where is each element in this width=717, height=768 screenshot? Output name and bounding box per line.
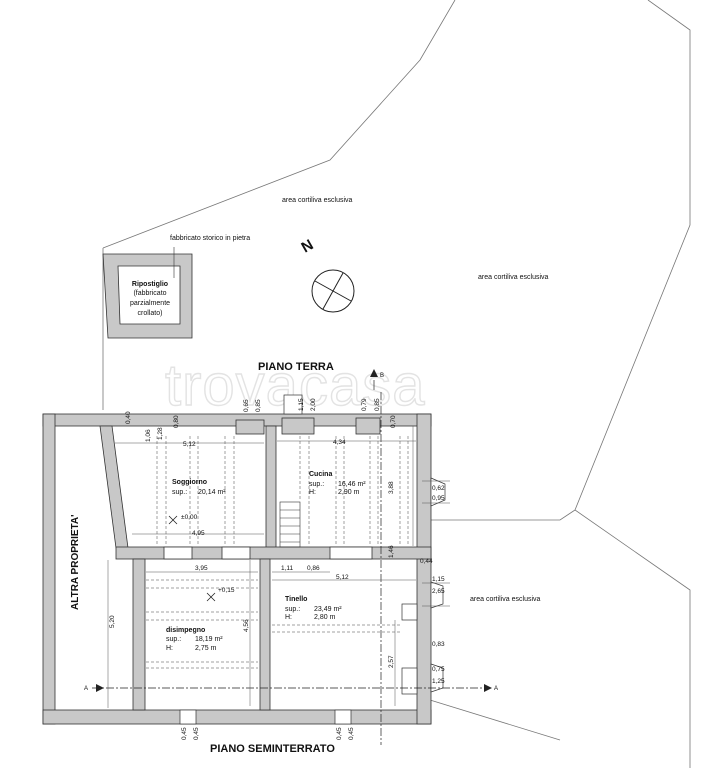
- room-disimpegno: disimpegno sup.: 18,19 m² H: 2,75 m +0,1…: [166, 587, 235, 652]
- svg-text:A: A: [84, 686, 88, 692]
- dim-label: 0,70: [390, 415, 397, 428]
- dim-label: 0,79: [361, 398, 368, 411]
- windows: [179, 394, 446, 725]
- shed-caption: fabbricato storico in pietra: [170, 235, 250, 242]
- dim-label: 5,12: [183, 441, 196, 448]
- shed-note-2: parzialmente: [130, 300, 170, 307]
- other-property-label: ALTRA PROPRIETA': [70, 514, 81, 610]
- shed-name: Ripostiglio: [132, 281, 168, 288]
- room-name: Soggiorno: [172, 479, 207, 486]
- dim-label: 0,45: [181, 727, 188, 740]
- dim-label: 4,34: [333, 439, 346, 446]
- dim-label: 0,65: [243, 399, 250, 412]
- dim-label: 0,85: [374, 398, 381, 411]
- yard-label-right: area cortiliva esclusiva: [478, 274, 549, 281]
- svg-text:B: B: [380, 373, 384, 379]
- room-h-value: 2,75 m: [195, 645, 217, 652]
- dim-label: 2,57: [388, 655, 395, 668]
- room-sup-value: 20,14 m²: [198, 489, 226, 496]
- dimension-lines: [107, 426, 450, 708]
- dim-label: 0,83: [432, 641, 445, 648]
- room-h-value: 2,80 m: [314, 614, 336, 621]
- title-ground-floor: PIANO TERRA: [258, 361, 334, 373]
- room-name: disimpegno: [166, 627, 205, 634]
- room-sup-value: 16,46 m²: [338, 481, 366, 488]
- section-mark-a-right: A: [484, 684, 498, 692]
- beams: [146, 436, 409, 669]
- north-label: N: [299, 236, 317, 256]
- dim-label: 0,95: [432, 495, 445, 502]
- room-sup-value: 23,49 m²: [314, 606, 342, 613]
- dim-label: 0,45: [193, 727, 200, 740]
- room-sup-label: sup.:: [309, 481, 324, 488]
- room-h-label: H:: [166, 645, 173, 652]
- room-tinello: Tinello sup.: 23,49 m² H: 2,80 m: [285, 596, 342, 621]
- dim-label: 0,45: [336, 727, 343, 740]
- shed-note-1: (fabbricato: [133, 290, 166, 297]
- yard-label-top: area cortiliva esclusiva: [282, 197, 353, 204]
- shed-walls: [102, 253, 193, 339]
- dim-label: 0,45: [348, 727, 355, 740]
- dim-label: 0,80: [173, 415, 180, 428]
- dim-label: 0,40: [125, 411, 132, 424]
- dim-label: 0,86: [307, 565, 320, 572]
- dim-label: 4,56: [243, 619, 250, 632]
- north-compass-icon: [311, 269, 355, 313]
- room-name: Tinello: [285, 596, 307, 603]
- dim-label: 0,75: [432, 666, 445, 673]
- level-mark: ±0,00: [181, 514, 198, 521]
- dim-label: 1,06: [145, 429, 152, 442]
- dim-label: 1,46: [388, 545, 395, 558]
- room-cucina: Cucina sup.: 16,46 m² H: 2,90 m: [309, 471, 366, 496]
- dim-label: 2,65: [432, 588, 445, 595]
- dim-label: 0,62: [432, 485, 445, 492]
- room-h-label: H:: [285, 614, 292, 621]
- section-mark-a-left: A: [84, 684, 104, 692]
- dim-label: 1,15: [432, 576, 445, 583]
- dim-label: 0,85: [255, 399, 262, 412]
- level-cross-icon: [168, 515, 178, 525]
- site-boundaries: [102, 0, 691, 768]
- dimension-labels: 0,40 1,06 1,28 0,80 5,12 0,65 0,85 1,15 …: [109, 398, 445, 740]
- dim-label: 0,44: [420, 558, 433, 565]
- dim-label: 1,28: [157, 427, 164, 440]
- dim-label: 3,88: [388, 481, 395, 494]
- level-mark: +0,15: [218, 587, 235, 594]
- svg-text:A: A: [494, 686, 498, 692]
- room-name: Cucina: [309, 471, 332, 478]
- shed-note-3: crollato): [138, 310, 163, 317]
- staircase: [279, 501, 301, 548]
- dim-label: 5,12: [336, 574, 349, 581]
- room-sup-label: sup.:: [166, 636, 181, 643]
- house-walls: [42, 413, 432, 725]
- dim-label: 1,15: [298, 398, 305, 411]
- dim-label: 1,25: [432, 678, 445, 685]
- section-mark-b: B: [370, 369, 384, 390]
- room-sup-value: 18,19 m²: [195, 636, 223, 643]
- dim-label: 2,00: [310, 398, 317, 411]
- yard-label-bottom-right: area cortiliva esclusiva: [470, 596, 541, 603]
- dim-label: 3,95: [195, 565, 208, 572]
- level-cross-icon: [206, 592, 216, 602]
- room-soggiorno: Soggiorno sup.: 20,14 m² ±0,00: [168, 479, 226, 525]
- dim-label: 4,95: [192, 530, 205, 537]
- title-basement: PIANO SEMINTERRATO: [210, 743, 335, 755]
- room-sup-label: sup.:: [285, 606, 300, 613]
- dim-label: 1,11: [281, 565, 294, 572]
- room-sup-label: sup.:: [172, 489, 187, 496]
- dim-label: 5,20: [109, 615, 116, 628]
- room-h-label: H:: [309, 489, 316, 496]
- room-h-value: 2,90 m: [338, 489, 360, 496]
- section-lines: [92, 392, 488, 745]
